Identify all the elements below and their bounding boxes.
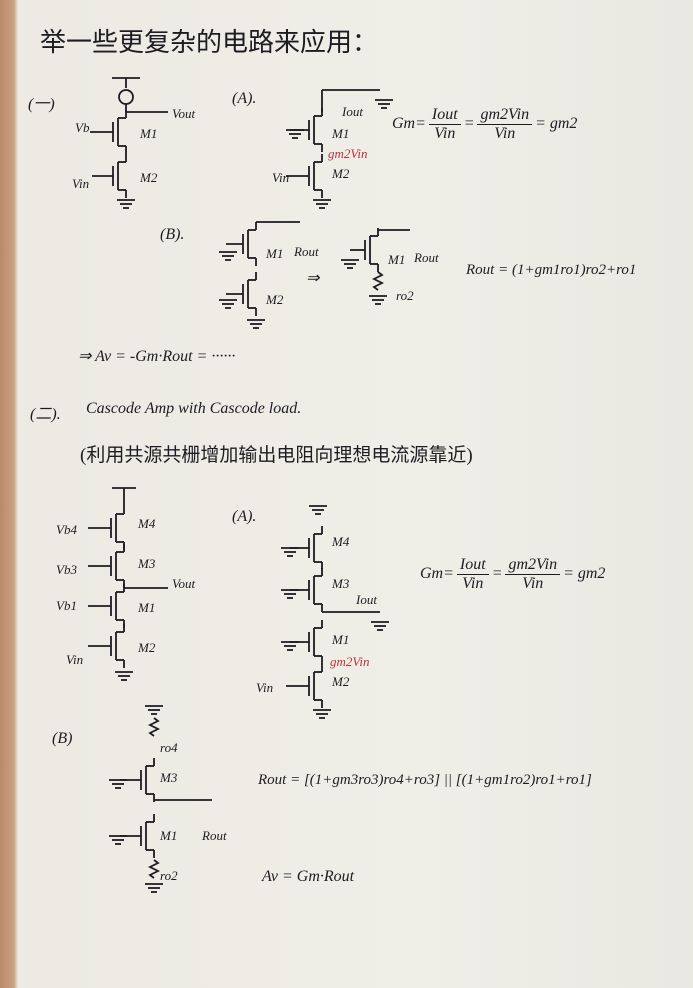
eq-den: Vin [522,575,544,592]
eq-num: Iout [428,106,461,125]
label-vb1: Vb1 [56,598,77,613]
label-rout: Rout [294,244,319,259]
sub-a-label-2: (A). [232,508,257,525]
label-ro2: ro2 [396,288,414,303]
label-m3: M3 [138,556,156,571]
eq-num: Iout [456,556,489,575]
eq-lhs: Gm= [420,565,454,583]
eq-den: Vin [434,125,456,142]
label-m4: M4 [138,516,156,531]
label-m2: M2 [332,166,350,181]
label-m2: M2 [266,292,284,307]
label-m3: M3 [332,576,350,591]
label-ro4: ro4 [160,740,178,755]
rout-equation-1: Rout = (1+gm1ro1)ro2+ro1 [466,262,637,278]
label-ro2: ro2 [160,868,178,883]
label-m1: M1 [138,600,156,615]
label-rout-2: Rout [414,250,439,265]
label-m2: M2 [332,674,350,689]
label-current: gm2Vin [328,146,368,161]
label-m4: M4 [332,534,350,549]
label-vb4: Vb4 [56,522,77,537]
label-m1b: M1 [388,252,406,267]
label-vb: Vb [75,120,90,135]
label-m1: M1 [332,632,350,647]
eq-sign: = [463,115,475,133]
label-m2: M2 [138,640,156,655]
eq-num: gm2Vin [505,556,561,575]
sub-b-label: (B). [160,226,185,243]
sub-b-label-2: (B) [52,730,73,747]
implies-arrow: ⇒ [306,270,320,287]
label-vin: Vin [66,652,84,667]
page-title: 举一些更复杂的电路来应用： [40,28,379,57]
section-1-label: (一) [28,96,55,113]
label-m1: M1 [266,246,284,261]
av-equation-2: Av = Gm·Rout [262,868,355,885]
label-iout: Iout [342,104,363,119]
label-vin: Vin [272,170,290,185]
label-vin: Vin [256,680,274,695]
eq-den: Vin [494,125,516,142]
label-current: gm2Vin [330,654,370,669]
label-rout: Rout [202,828,227,843]
label-m2: M2 [140,170,158,185]
section-2-heading: Cascode Amp with Cascode load. [86,400,302,417]
label-m1: M1 [140,126,158,141]
eq-result: = gm2 [563,565,606,583]
eq-num: gm2Vin [477,106,533,125]
label-m1: M1 [160,828,178,843]
eq-result: = gm2 [535,115,578,133]
label-m3: M3 [160,770,178,785]
label-vb3: Vb3 [56,562,77,577]
label-iout: Iout [356,592,377,607]
label-m1: M1 [332,126,350,141]
sub-a-label: (A). [232,90,257,107]
section-2-note: (利用共源共栅增加输出电阻向理想电流源靠近) [80,445,473,466]
eq-sign: = [491,565,503,583]
eq-den: Vin [462,575,484,592]
label-vout: Vout [172,576,196,591]
label-vin: Vin [72,176,90,191]
section-2-label: (二). [30,406,61,423]
av-equation-1: ⇒ Av = -Gm·Rout = ······ [78,348,236,365]
label-vout: Vout [172,106,196,121]
eq-lhs: Gm= [392,115,426,133]
rout-equation-2: Rout = [(1+gm3ro3)ro4+ro3] || [(1+gm1ro2… [258,772,592,788]
